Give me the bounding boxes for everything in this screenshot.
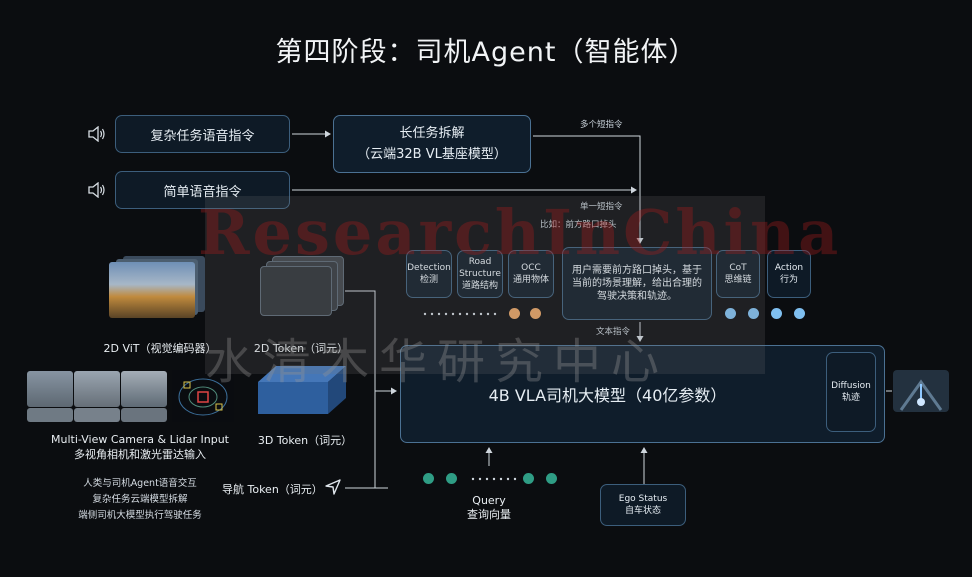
ego-status-en: Ego Status: [618, 494, 668, 504]
occ-head-cn: 通用物体: [512, 275, 549, 285]
complex-voice-label: 复杂任务语音指令: [150, 128, 255, 144]
detection-head-en: Detection: [407, 263, 451, 273]
simple-voice-label: 简单语音指令: [163, 184, 242, 200]
action-head-en: Action: [774, 263, 804, 273]
token-3d-caption: 3D Token（词元）: [257, 434, 353, 447]
detection-head-box: Detection 检测: [406, 250, 452, 298]
note-line: 人类与司机Agent语音交互: [83, 478, 197, 489]
text-command-label: 文本指令: [596, 327, 631, 337]
vit-caption: 2D ViT（视觉编码器）: [103, 342, 217, 355]
detection-head-cn: 检测: [419, 275, 438, 285]
diffusion-trajectory-box: Diffusion 轨迹: [826, 352, 876, 432]
query-caption: Query 查询向量: [449, 494, 529, 522]
road-structure-head-en: Road Structure: [459, 257, 501, 279]
nav-token-caption: 导航 Token（词元）: [222, 483, 323, 496]
cloud-task-decomposition-box: 长任务拆解 （云端32B VL基座模型）: [333, 115, 531, 173]
token-2d-caption: 2D Token（词元）: [253, 342, 349, 355]
cloud-box-subtitle: （云端32B VL基座模型）: [357, 147, 507, 162]
ego-status-box: Ego Status 自车状态: [600, 484, 686, 526]
output-token-dot: [725, 308, 736, 319]
multi-short-command-label: 多个短指令: [580, 120, 623, 130]
example-command-label: 比如：前方路口掉头: [540, 220, 617, 230]
flow-arrows: [292, 130, 892, 489]
watermark-text-cn: 水清木华研究中心: [205, 334, 670, 390]
query-caption-en: Query: [472, 494, 506, 507]
cot-head-box: CoT 思维链: [716, 250, 760, 298]
action-head-cn: 行为: [779, 275, 798, 285]
camera-view-tile: [121, 371, 167, 407]
single-short-command-label: 单一短指令: [580, 202, 623, 212]
camera-lidar-caption: Multi-View Camera & Lidar Input 多视角相机和激光…: [40, 432, 240, 462]
camera-view-tile: [74, 371, 120, 407]
output-token-dot: [771, 308, 782, 319]
simple-voice-command-box: 简单语音指令: [115, 171, 290, 209]
camera-lidar-caption-cn: 多视角相机和激光雷达输入: [74, 448, 206, 461]
reasoning-text: 用户需要前方路口掉头，基于当前的场景理解，给出合理的驾驶决策和轨迹。: [572, 265, 702, 302]
navigation-arrow-icon: [325, 479, 341, 495]
note-line: 复杂任务云端模型拆解: [92, 494, 188, 505]
occ-output-dot: [530, 308, 541, 319]
trajectory-map-thumbnail: [893, 370, 949, 412]
camera-view-tile: [27, 371, 73, 407]
vla-model-label: 4B VLA司机大模型（40亿参数）: [488, 386, 727, 405]
token-3d-block: [258, 366, 346, 414]
speaker-icon: [88, 126, 105, 142]
speaker-icon: [88, 182, 105, 198]
note-line: 端侧司机大模型执行驾驶任务: [78, 510, 202, 521]
query-vector-dot: [423, 473, 434, 484]
road-structure-head-box: Road Structure 道路结构: [457, 250, 503, 298]
output-token-dot: [748, 308, 759, 319]
camera-lidar-caption-en: Multi-View Camera & Lidar Input: [51, 433, 229, 446]
complex-voice-command-box: 复杂任务语音指令: [115, 115, 290, 153]
ego-status-cn: 自车状态: [624, 506, 661, 516]
lidar-pointcloud-image: [172, 370, 234, 422]
road-structure-head-cn: 道路结构: [461, 281, 498, 291]
vla-model-box: 4B VLA司机大模型（40亿参数）: [400, 345, 885, 443]
camera-view-tile: [74, 408, 120, 422]
cot-head-cn: 思维链: [724, 275, 752, 285]
diffusion-label-en: Diffusion: [831, 381, 871, 391]
reasoning-text-box: 用户需要前方路口掉头，基于当前的场景理解，给出合理的驾驶决策和轨迹。: [562, 247, 712, 320]
diffusion-label-cn: 轨迹: [841, 393, 860, 403]
cloud-box-title: 长任务拆解: [399, 126, 465, 141]
camera-view-tile: [27, 408, 73, 422]
page-title: 第四阶段：司机Agent（智能体）: [275, 37, 697, 68]
query-caption-cn: 查询向量: [467, 508, 511, 521]
camera-view-tile: [121, 408, 167, 422]
cot-head-en: CoT: [729, 263, 747, 273]
occ-head-en: OCC: [521, 263, 541, 273]
query-vector-dot: [546, 473, 557, 484]
summary-notes: 人类与司机Agent语音交互 复杂任务云端模型拆解 端侧司机大模型执行驾驶任务: [60, 476, 220, 524]
occ-head-box: OCC 通用物体: [508, 250, 554, 298]
watermark-text-en: ResearchInChina: [198, 196, 842, 269]
query-vector-dot: [446, 473, 457, 484]
dotted-separators: [423, 312, 517, 481]
output-token-dot: [794, 308, 805, 319]
panoramic-camera-image: [109, 262, 195, 318]
occ-output-dot: [509, 308, 520, 319]
token-2d-card: [260, 266, 332, 316]
action-head-box: Action 行为: [767, 250, 811, 298]
query-vector-dot: [523, 473, 534, 484]
